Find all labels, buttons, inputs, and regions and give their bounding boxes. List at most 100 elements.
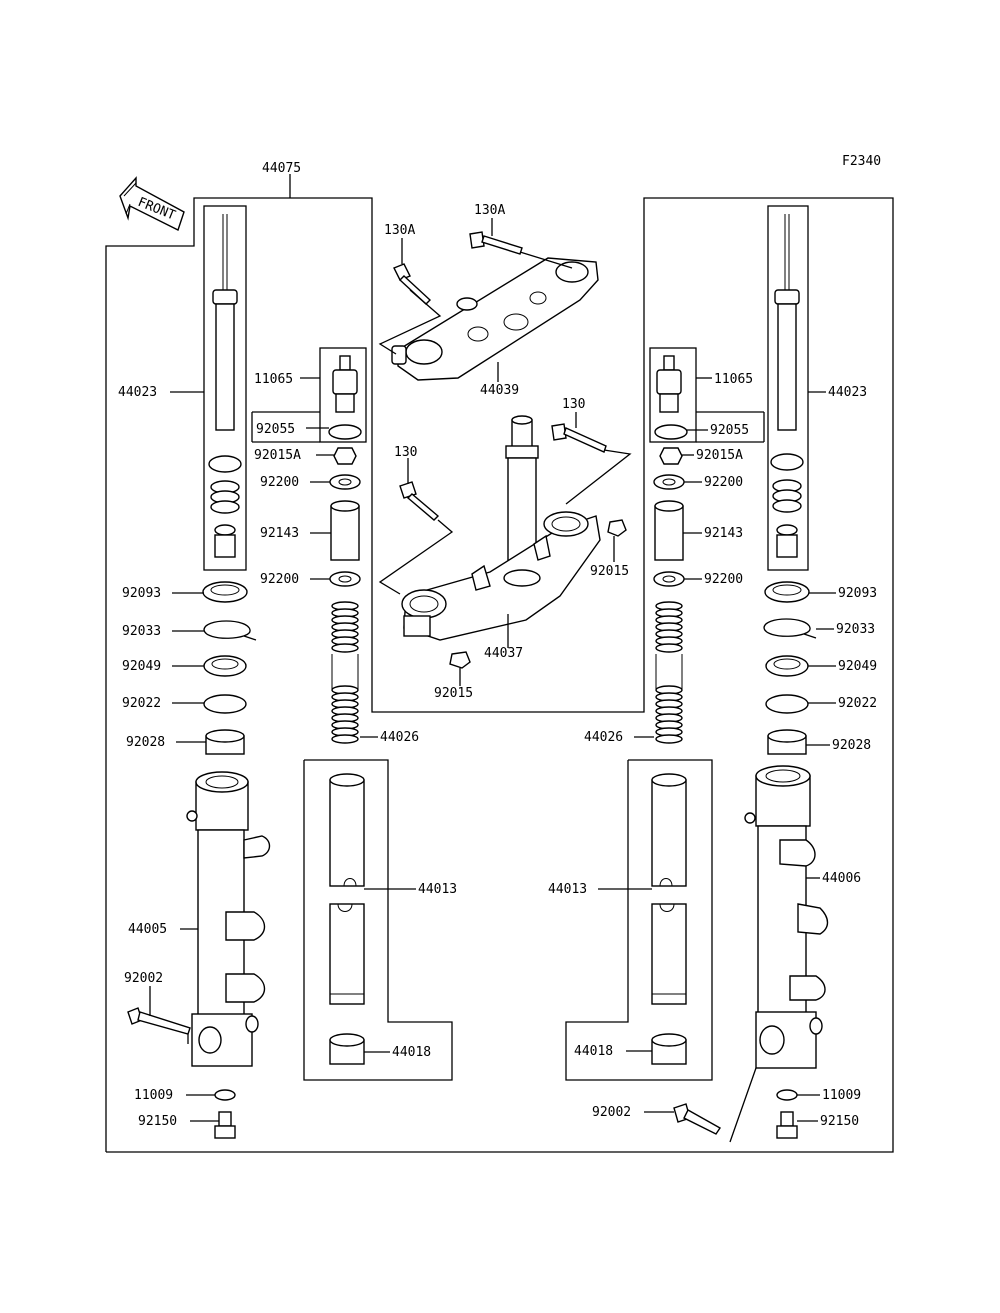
label-92015-b: 92015 — [434, 686, 473, 701]
washer-right-bot — [653, 571, 685, 587]
frame-lines — [105, 174, 894, 1153]
bushing-left — [205, 729, 245, 755]
front-arrow-icon: FRONT — [119, 176, 185, 231]
inner-tube-left — [329, 773, 365, 1005]
clamp-bolt-130A-a — [393, 263, 432, 305]
label-92200-right-bot: 92200 — [704, 572, 743, 587]
label-11065-left: 11065 — [254, 372, 293, 387]
label-11065-right: 11065 — [714, 372, 753, 387]
label-92143-left: 92143 — [260, 526, 299, 541]
spacer-left — [330, 500, 360, 561]
damper-rod-right — [770, 214, 804, 558]
label-130A-b: 130A — [474, 203, 505, 218]
label-92150-left: 92150 — [138, 1114, 177, 1129]
nut-92015-a — [607, 519, 627, 537]
bushing-right — [767, 729, 807, 755]
label-92200-left-bot: 92200 — [260, 572, 299, 587]
label-92002-right: 92002 — [592, 1105, 631, 1120]
label-92055-left: 92055 — [256, 422, 295, 437]
nut-right — [659, 447, 683, 465]
lower-triple-clamp — [401, 415, 601, 641]
label-11009-right: 11009 — [822, 1088, 861, 1103]
label-92150-right: 92150 — [820, 1114, 859, 1129]
label-92028-left: 92028 — [126, 735, 165, 750]
label-44023-right: 44023 — [828, 385, 867, 400]
label-44013-right: 44013 — [548, 882, 587, 897]
label-92200-right-top: 92200 — [704, 475, 743, 490]
nut-left — [333, 447, 357, 465]
label-92055-right: 92055 — [710, 423, 749, 438]
label-92093-left: 92093 — [122, 586, 161, 601]
label-44018-right: 44018 — [574, 1044, 613, 1059]
o-ring-left — [328, 424, 362, 440]
drain-bolt-right — [776, 1111, 798, 1139]
label-44013-left: 44013 — [418, 882, 457, 897]
outer-tube-right — [744, 765, 829, 1069]
spring-left — [331, 601, 359, 744]
label-44037: 44037 — [484, 646, 523, 661]
label-130A-a: 130A — [384, 223, 415, 238]
label-92033-right: 92033 — [836, 622, 875, 637]
gasket-left — [214, 1089, 236, 1101]
axle-bolt-right — [673, 1103, 722, 1135]
label-44026-left: 44026 — [380, 730, 419, 745]
label-92015A-right: 92015A — [696, 448, 743, 463]
outer-tube-left — [186, 771, 271, 1067]
slide-bushing-right — [651, 1033, 687, 1065]
label-44023-left: 44023 — [118, 385, 157, 400]
label-92200-left-top: 92200 — [260, 475, 299, 490]
slide-bushing-left — [329, 1033, 365, 1065]
gasket-right — [776, 1089, 798, 1101]
figure-code: F2340 — [842, 154, 881, 169]
nut-92015-b — [449, 651, 471, 669]
label-44006: 44006 — [822, 871, 861, 886]
label-44018-left: 44018 — [392, 1045, 431, 1060]
drain-bolt-left — [214, 1111, 236, 1139]
label-92093-right: 92093 — [838, 586, 877, 601]
label-130-b: 130 — [562, 397, 585, 412]
inner-tube-right — [651, 773, 687, 1005]
washer-left-bot — [329, 571, 361, 587]
label-11009-left: 11009 — [134, 1088, 173, 1103]
washer-left-top — [329, 474, 361, 490]
label-130-a: 130 — [394, 445, 417, 460]
label-92028-right: 92028 — [832, 738, 871, 753]
washer-right-top — [653, 474, 685, 490]
label-92049-left: 92049 — [122, 659, 161, 674]
label-92033-left: 92033 — [122, 624, 161, 639]
o-ring-right — [654, 424, 688, 440]
label-44026-right: 44026 — [584, 730, 623, 745]
label-92015-a: 92015 — [590, 564, 629, 579]
clamp-bolt-130A-b — [469, 231, 523, 255]
damper-rod-left — [208, 214, 242, 558]
top-bolt-right — [656, 355, 682, 413]
label-92022-right: 92022 — [838, 696, 877, 711]
dust-seal-right — [765, 655, 809, 677]
label-44005: 44005 — [128, 922, 167, 937]
dust-seal-left — [203, 655, 247, 677]
axle-bolt-left — [127, 1007, 191, 1035]
label-92022-left: 92022 — [122, 696, 161, 711]
circlip-right — [763, 618, 817, 639]
label-92002-left: 92002 — [124, 971, 163, 986]
upper-triple-clamp — [391, 257, 599, 381]
part-labels: 44075 44023 44023 11065 11065 92055 9205… — [118, 161, 877, 1129]
label-92143-right: 92143 — [704, 526, 743, 541]
label-44075: 44075 — [262, 161, 301, 176]
clamp-bolt-130-a — [399, 481, 440, 521]
oil-seal-left — [202, 581, 248, 603]
washer-92022-left — [203, 694, 247, 714]
circlip-left — [203, 620, 257, 641]
washer-92022-right — [765, 694, 809, 714]
clamp-bolt-130-b — [551, 423, 607, 453]
spring-right — [655, 601, 683, 744]
label-44039: 44039 — [480, 383, 519, 398]
top-bolt-left — [332, 355, 358, 413]
leader-lines — [149, 218, 836, 1143]
oil-seal-right — [764, 581, 810, 603]
label-92049-right: 92049 — [838, 659, 877, 674]
label-92015A-left: 92015A — [254, 448, 301, 463]
spacer-right — [654, 500, 684, 561]
